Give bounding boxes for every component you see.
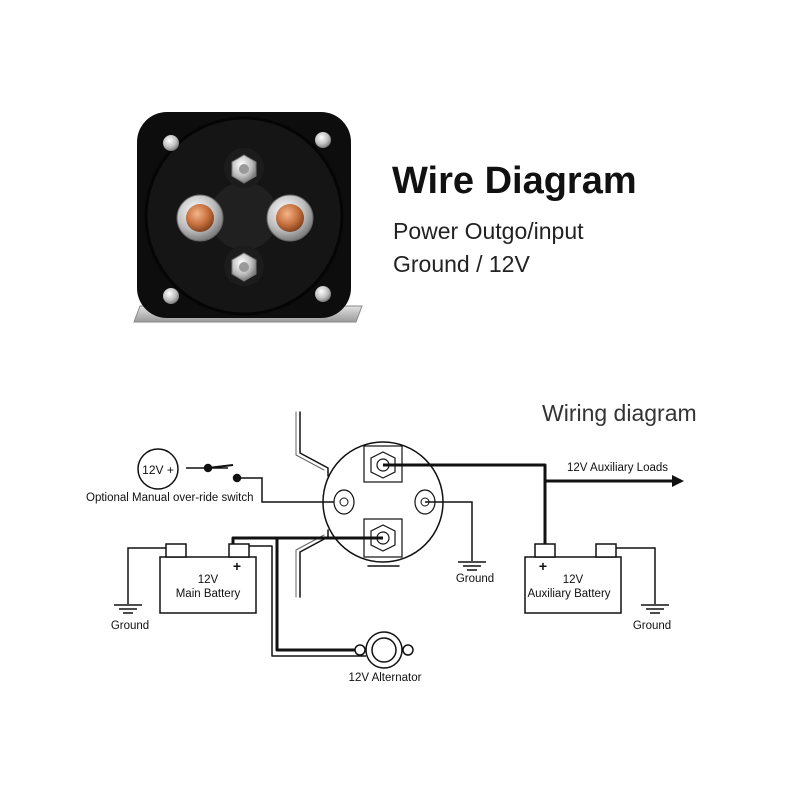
wire-to-aux-loads bbox=[383, 463, 547, 548]
override-switch-symbol bbox=[203, 463, 242, 483]
source-12v-label: 12V + bbox=[142, 463, 174, 477]
wire-to-alternator bbox=[240, 536, 366, 652]
aux-loads-arrow bbox=[672, 475, 684, 487]
aux-battery-plus: + bbox=[539, 558, 547, 574]
terminal-left bbox=[333, 489, 355, 515]
power-stud-right bbox=[266, 194, 314, 242]
wire-aux-ground bbox=[610, 547, 656, 604]
wire-diagram-title: Wire Diagram bbox=[392, 160, 637, 202]
corner-screws bbox=[163, 132, 331, 304]
alternator-label: 12V Alternator bbox=[349, 672, 422, 684]
override-switch-label: Optional Manual over-ride switch bbox=[86, 492, 253, 504]
power-outgo-input-label: Power Outgo/input bbox=[393, 218, 584, 244]
wire-solenoid-ground bbox=[425, 501, 473, 561]
solenoid-product-image bbox=[133, 112, 363, 323]
ground-12v-label: Ground / 12V bbox=[393, 251, 530, 277]
power-stud-left bbox=[176, 194, 224, 242]
auxiliary-battery bbox=[524, 543, 622, 614]
aux-battery-voltage: 12V bbox=[563, 574, 584, 586]
main-battery bbox=[159, 543, 257, 614]
wire-main-ground bbox=[127, 547, 172, 604]
main-battery-voltage: 12V bbox=[198, 574, 219, 586]
aux-battery-label: Auxiliary Battery bbox=[527, 588, 610, 600]
wire-override-switch bbox=[237, 477, 334, 503]
aux-loads-label: 12V Auxiliary Loads bbox=[567, 462, 668, 474]
main-battery-plus: + bbox=[233, 558, 241, 574]
control-terminal-top bbox=[224, 148, 264, 188]
source-12v-circle bbox=[137, 448, 179, 490]
ground-label-main: Ground bbox=[111, 620, 149, 632]
ground-label-aux: Ground bbox=[633, 620, 671, 632]
ground-label-solenoid: Ground bbox=[456, 573, 494, 585]
main-battery-label: Main Battery bbox=[176, 588, 241, 600]
alternator-symbol bbox=[354, 631, 414, 669]
solenoid-bracket-bottom bbox=[299, 529, 329, 598]
wiring-diagram-title: Wiring diagram bbox=[542, 400, 697, 426]
solenoid-bracket-top bbox=[299, 411, 329, 477]
control-terminal-bottom bbox=[224, 246, 264, 286]
